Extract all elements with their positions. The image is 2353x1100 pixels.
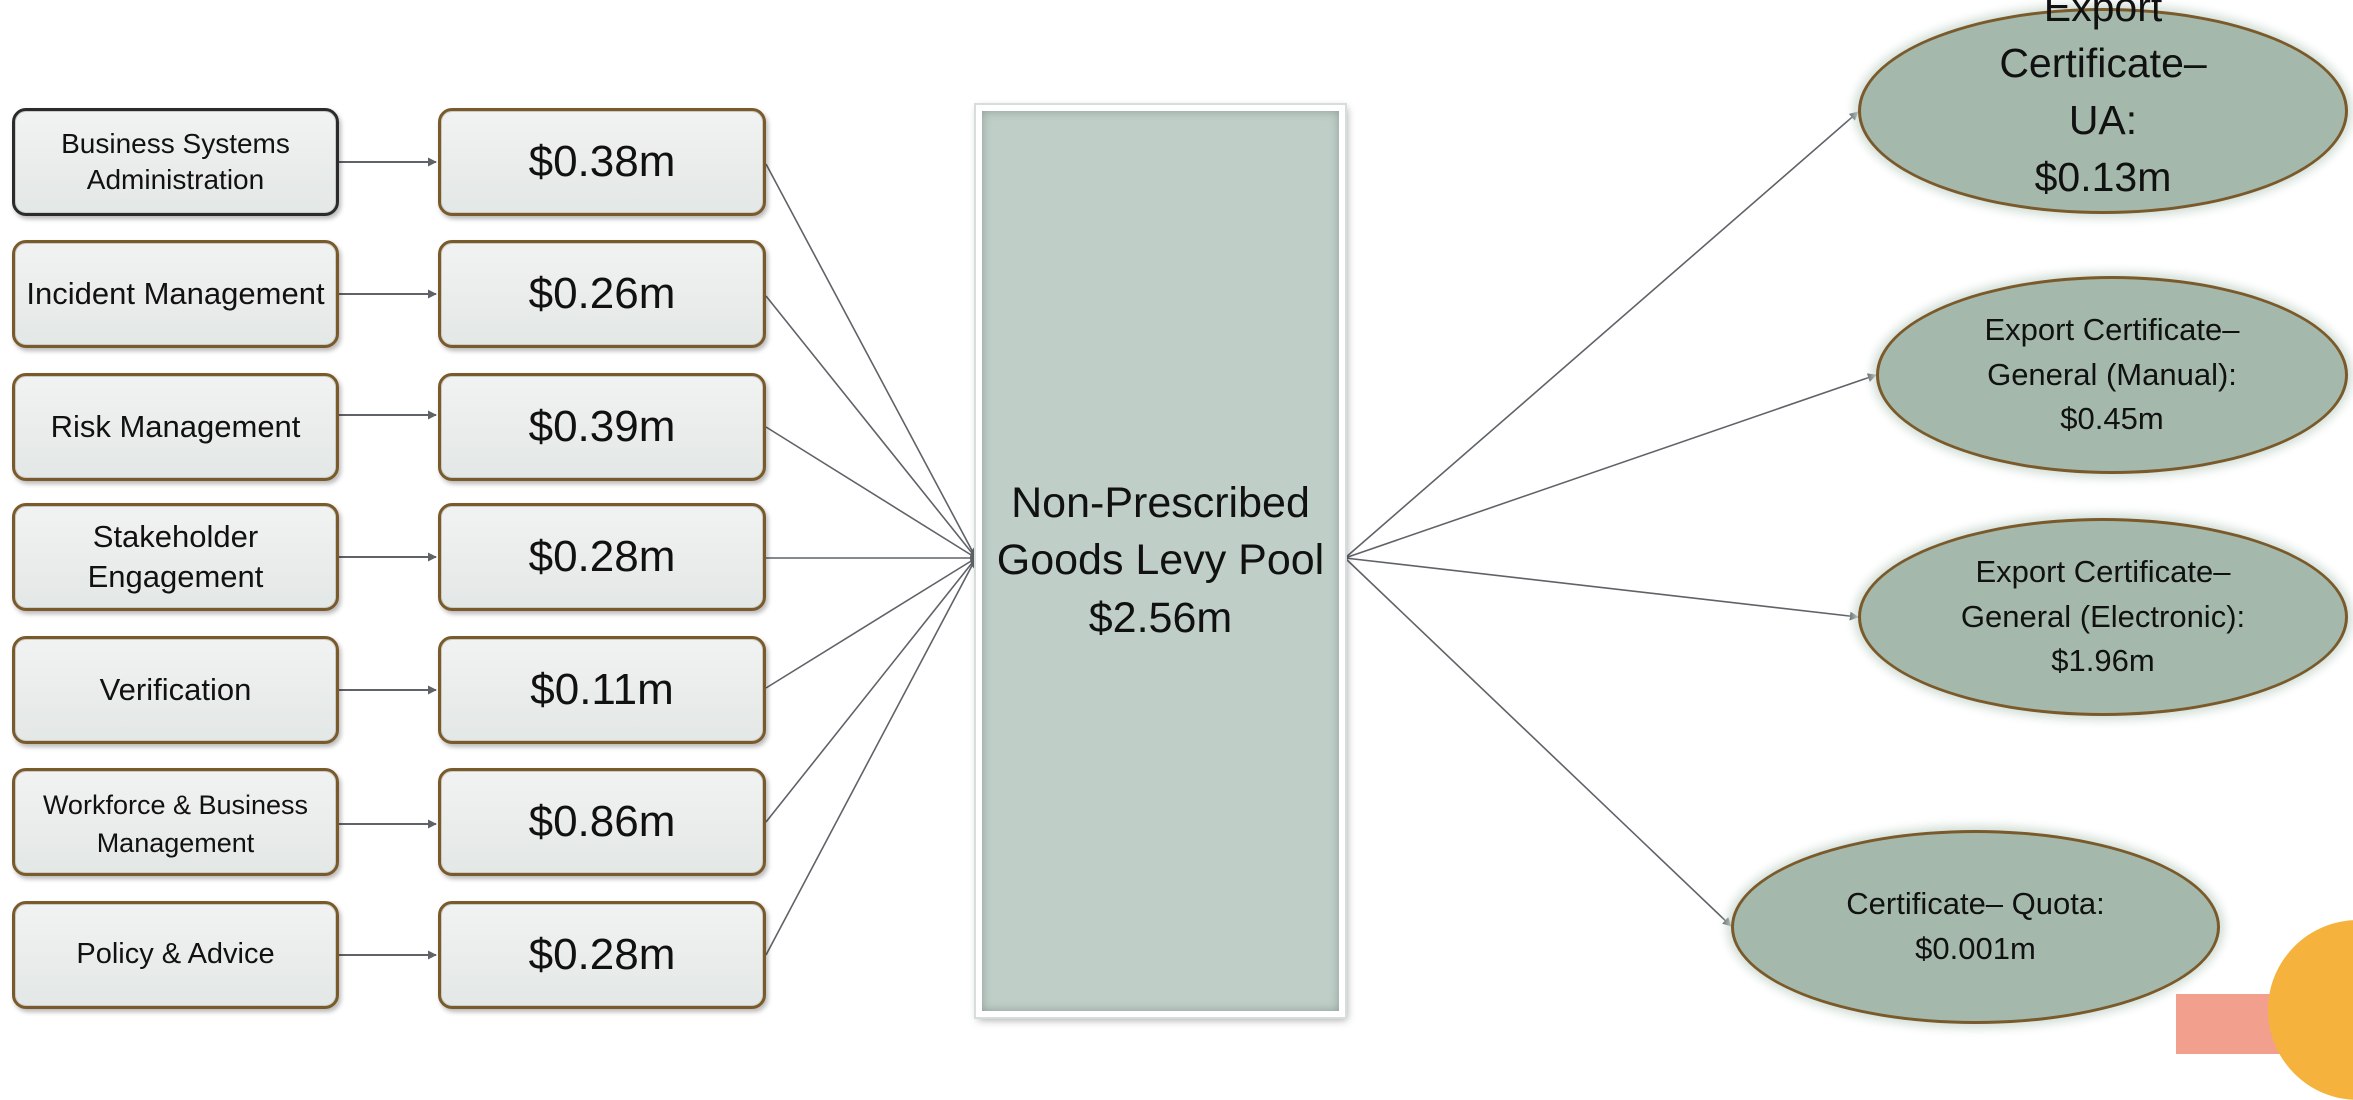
certificate-ellipse-quota: Certificate– Quota: $0.001m	[1731, 830, 2220, 1024]
output-arrow	[1344, 111, 1859, 559]
pool-title-line1: Non-Prescribed	[1011, 479, 1310, 528]
pool-connector	[765, 426, 977, 559]
output-arrow	[1344, 557, 1859, 621]
activity-box-verification: Verification	[12, 636, 339, 744]
cost-value: $0.38m	[528, 137, 676, 186]
levy-pool-box: Non-Prescribed Goods Levy Pool $2.56m	[976, 105, 1345, 1017]
cost-box: $0.86m	[438, 768, 766, 876]
pool-connector	[765, 163, 977, 559]
certificate-name: Export Certificate– General (Manual):	[1984, 311, 2240, 392]
pool-title-line2: Goods Levy Pool	[996, 536, 1325, 585]
pool-amount: $2.56m	[1088, 593, 1233, 642]
output-arrow	[1344, 557, 1732, 927]
cost-value: $0.28m	[528, 930, 676, 979]
cost-box: $0.26m	[438, 240, 766, 348]
certificate-amount: $0.001m	[1915, 931, 2036, 966]
certificate-amount: $0.45m	[2060, 401, 2164, 437]
pool-connector	[765, 557, 977, 689]
activity-label: Stakeholder Engagement	[87, 519, 264, 594]
pool-connector	[765, 295, 977, 559]
certificate-name: Certificate– Quota:	[1846, 886, 2105, 922]
certificate-amount: $1.96m	[2051, 643, 2155, 679]
activity-box-stakeholder-engagement: Stakeholder Engagement	[12, 503, 339, 611]
cost-box: $0.11m	[438, 636, 766, 744]
activity-label: Workforce & Business Management	[42, 790, 309, 858]
output-arrow	[1344, 373, 1877, 559]
activity-box-business-systems: Business Systems Administration	[12, 108, 339, 216]
pool-connector	[765, 557, 977, 956]
cost-box: $0.28m	[438, 503, 766, 611]
certificate-name: Export Certificate– UA:	[1999, 0, 2207, 143]
activity-box-risk-management: Risk Management	[12, 373, 339, 481]
activity-box-incident-management: Incident Management	[12, 240, 339, 348]
activity-label: Risk Management	[50, 409, 301, 445]
activity-box-workforce: Workforce & Business Management	[12, 768, 339, 876]
cost-value: $0.39m	[528, 402, 676, 451]
certificate-ellipse-general-electronic: Export Certificate– General (Electronic)…	[1858, 518, 2348, 716]
certificate-name: Export Certificate– General (Electronic)…	[1960, 553, 2246, 634]
cost-value: $0.28m	[528, 532, 676, 581]
activity-box-policy-advice: Policy & Advice	[12, 901, 339, 1009]
activity-label: Incident Management	[26, 276, 325, 312]
activity-label: Policy & Advice	[76, 938, 275, 971]
certificate-amount: $0.13m	[2034, 153, 2172, 200]
cost-value: $0.86m	[528, 797, 676, 846]
cost-box: $0.28m	[438, 901, 766, 1009]
connector-layer	[339, 111, 1877, 960]
certificate-ellipse-general-manual: Export Certificate– General (Manual): $0…	[1876, 276, 2348, 474]
cost-box: $0.38m	[438, 108, 766, 216]
pool-connector	[765, 557, 977, 823]
cost-value: $0.11m	[530, 665, 674, 714]
cost-box: $0.39m	[438, 373, 766, 481]
activity-label: Business Systems Administration	[61, 128, 290, 195]
certificate-ellipse-ua: Export Certificate– UA: $0.13m	[1858, 0, 2348, 214]
cost-value: $0.26m	[528, 269, 676, 318]
activity-label: Verification	[99, 672, 252, 708]
